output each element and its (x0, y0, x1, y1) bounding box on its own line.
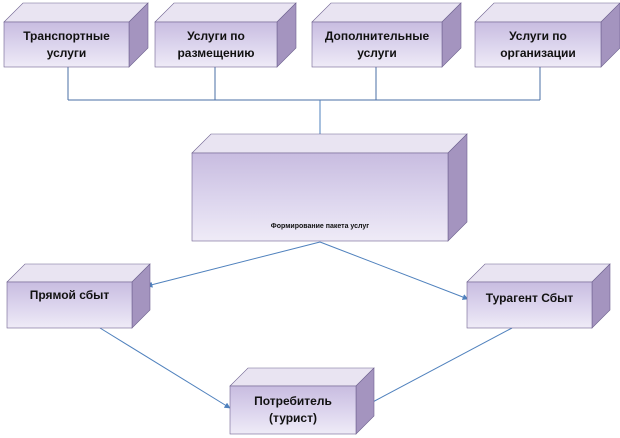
box-agent (466, 263, 611, 329)
box-additional-front-face (311, 21, 443, 68)
arrow-package-to-direct (146, 241, 321, 288)
box-additional (311, 2, 462, 68)
box-direct-front-face (6, 281, 133, 329)
boxes-layer (3, 2, 620, 435)
box-package-top-face (191, 133, 468, 154)
arrow-direct-to-consumer (99, 327, 231, 409)
box-package (191, 133, 468, 242)
box-accommodation (154, 2, 297, 68)
top-bus-connector (67, 67, 541, 101)
box-transport-top-face (3, 2, 149, 23)
box-consumer-front-face (229, 385, 357, 435)
box-consumer (229, 367, 375, 435)
box-direct-top-face (6, 263, 151, 283)
box-consumer-top-face (229, 367, 375, 387)
box-direct (6, 263, 151, 329)
box-agent-top-face (466, 263, 611, 283)
box-organization (474, 2, 620, 68)
box-accommodation-front-face (154, 21, 278, 68)
box-package-front-face (191, 152, 449, 242)
box-organization-front-face (474, 21, 602, 68)
box-package-side-face (447, 133, 468, 242)
box-additional-top-face (311, 2, 462, 23)
box-agent-front-face (466, 281, 593, 329)
box-organization-top-face (474, 2, 620, 23)
arrow-package-to-agent (319, 241, 469, 300)
box-transport-front-face (3, 21, 130, 68)
box-accommodation-top-face (154, 2, 297, 23)
box-transport (3, 2, 149, 68)
arrow-agent-to-consumer (366, 327, 513, 406)
